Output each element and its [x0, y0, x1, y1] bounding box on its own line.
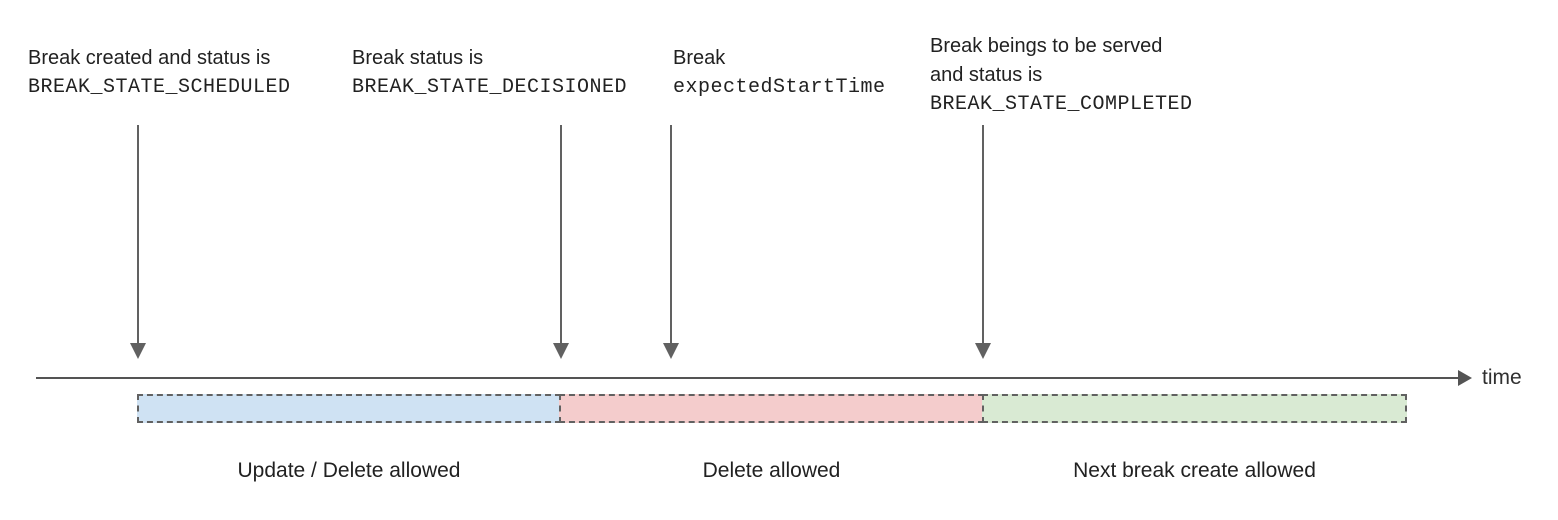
down-arrowhead-icon: [663, 343, 679, 359]
annotation-text: Break: [673, 47, 726, 69]
annotation-code-text: BREAK_STATE_SCHEDULED: [28, 76, 291, 99]
annotation-text: Break created and status is: [28, 47, 271, 69]
annotation-break-completed: Break beings to be served and status is …: [930, 32, 1193, 119]
segment-delete-allowed: [559, 394, 984, 423]
segment-label-delete: Delete allowed: [702, 459, 841, 482]
down-arrow-completed: [975, 125, 991, 359]
annotation-code-text: BREAK_STATE_DECISIONED: [352, 76, 628, 99]
annotation-break-scheduled: Break created and status is BREAK_STATE_…: [28, 44, 291, 102]
down-arrow-expected-start: [663, 125, 679, 359]
annotation-break-decisioned: Break status is BREAK_STATE_DECISIONED: [352, 44, 627, 102]
timeline-axis: [36, 377, 1458, 379]
annotation-text: Break status is: [352, 47, 484, 69]
segment-label-next-break: Next break create allowed: [1073, 459, 1316, 482]
arrow-stem: [137, 125, 139, 345]
annotation-text: Break beings to be served: [930, 35, 1163, 57]
segment-update-delete-allowed: [137, 394, 561, 423]
down-arrowhead-icon: [553, 343, 569, 359]
segment-next-break-create-allowed: [982, 394, 1407, 423]
arrow-stem: [670, 125, 672, 345]
arrow-stem: [982, 125, 984, 345]
arrow-stem: [560, 125, 562, 345]
annotation-text: and status is: [930, 64, 1043, 86]
down-arrow-decisioned: [553, 125, 569, 359]
time-axis-label: time: [1482, 366, 1522, 389]
annotation-code-text: BREAK_STATE_COMPLETED: [930, 93, 1193, 116]
annotation-code-text: expectedStartTime: [673, 76, 886, 99]
down-arrowhead-icon: [130, 343, 146, 359]
annotation-expected-start-time: Break expectedStartTime: [673, 44, 886, 102]
down-arrow-scheduled: [130, 125, 146, 359]
segment-label-update-delete: Update / Delete allowed: [237, 459, 461, 482]
down-arrowhead-icon: [975, 343, 991, 359]
right-arrowhead-icon: [1458, 370, 1472, 386]
